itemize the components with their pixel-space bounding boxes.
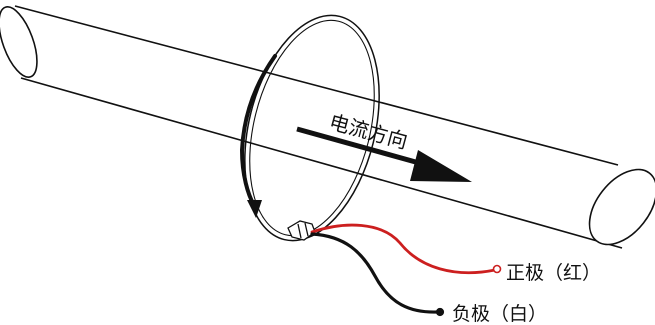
sensor-coil: [244, 14, 380, 242]
coil-outer-ring: [244, 14, 380, 242]
positive-wire: [310, 223, 497, 274]
current-direction-arrow: [296, 126, 472, 182]
pipe-right-end: [588, 168, 655, 246]
negative-terminal: [435, 307, 445, 317]
coil-connector: [287, 220, 316, 241]
negative-wire: [310, 232, 440, 314]
pipe-bottom-edge: [20, 77, 623, 249]
pipe-top-edge: [14, 5, 619, 166]
positive-lead-label: 正极（红）: [506, 262, 601, 284]
coil-inner-ring: [249, 19, 375, 237]
negative-lead-label: 负极（白）: [452, 303, 547, 325]
positive-terminal: [492, 264, 502, 274]
conductor-pipe: [0, 5, 655, 249]
pipe-left-end: [0, 6, 38, 78]
coil-winding-arrow: [239, 54, 277, 218]
lead-wires: [310, 223, 497, 314]
